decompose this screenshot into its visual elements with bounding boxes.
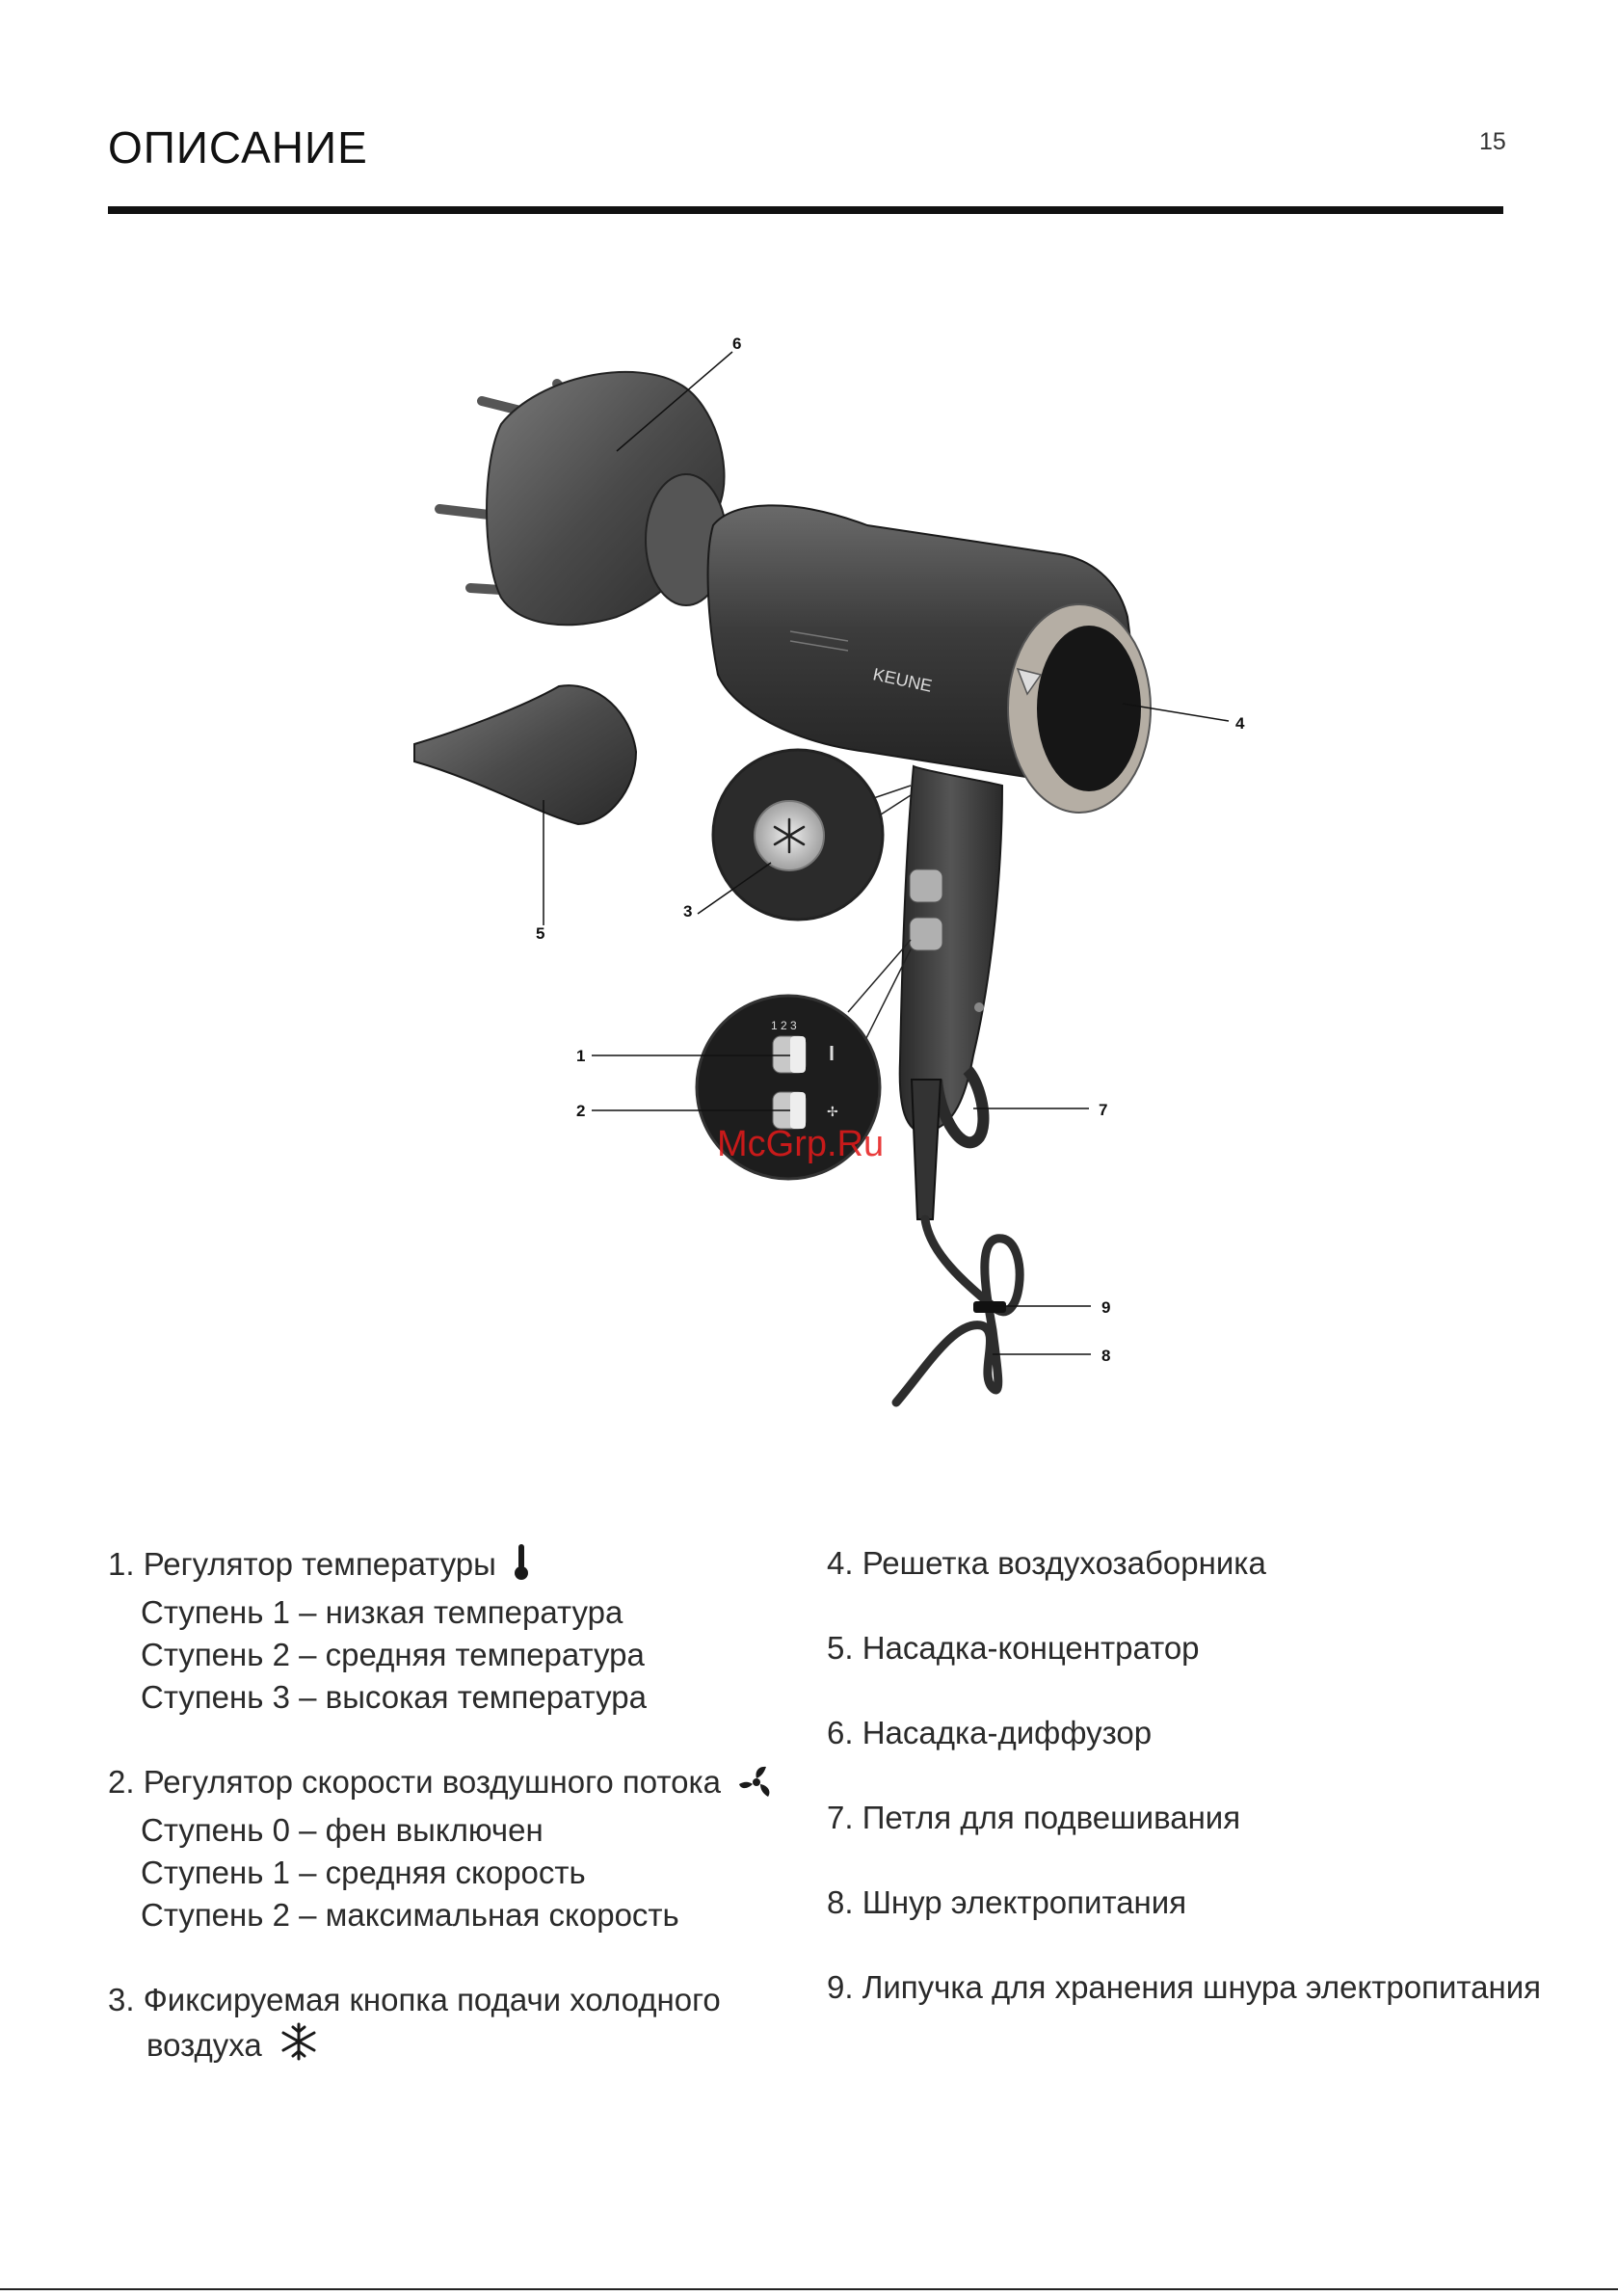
legend-step: Ступень 3 – высокая температура [141, 1679, 648, 1715]
page-number: 15 [1479, 128, 1506, 155]
callout-9: 9 [1101, 1298, 1110, 1317]
callout-7: 7 [1099, 1101, 1107, 1119]
watermark: McGrp.Ru [717, 1124, 885, 1164]
dryer-handle [898, 764, 1004, 1135]
callout-6: 6 [732, 334, 741, 353]
legend-item-power-cord: 8. Шнур электропитания [827, 1884, 1187, 1920]
legend-item-cold-shot: 3. Фиксируемая кнопка подачи холодного в… [108, 1979, 821, 2072]
legend-step: Ступень 2 – максимальная скорость [141, 1897, 679, 1933]
callout-8: 8 [1101, 1347, 1110, 1365]
legend-step: Ступень 1 – средняя скорость [141, 1855, 586, 1890]
handle-switch-upper [909, 868, 943, 903]
cold-button-magnifier [711, 748, 912, 921]
legend-step: Ступень 2 – средняя температура [141, 1637, 645, 1672]
thermometer-icon [513, 1542, 530, 1591]
legend-item-title: 1. Регулятор температуры [108, 1546, 496, 1582]
legend-item-cord-strap: 9. Липучка для хранения шнура электропит… [827, 1969, 1542, 2005]
legend-left-column: 1. Регулятор температуры Ступень 1 – низ… [108, 1542, 821, 2115]
legend-item-intake-grille: 4. Решетка воздухозаборника [827, 1545, 1266, 1581]
legend-item-diffuser: 6. Насадка-диффузор [827, 1715, 1153, 1750]
handle-switch-lower [909, 917, 943, 951]
legend-item-temperature: 1. Регулятор температуры Ступень 1 – низ… [108, 1542, 821, 1719]
legend-item-title: 3. Фиксируемая кнопка подачи холодного [108, 1982, 721, 2017]
snowflake-icon [279, 2021, 319, 2072]
callout-3: 3 [683, 902, 692, 921]
hanging-loop [931, 1065, 990, 1149]
svg-text:✢: ✢ [827, 1105, 838, 1120]
legend-item-title: 2. Регулятор скорости воздушного потока [108, 1764, 722, 1800]
fan-icon [737, 1764, 776, 1809]
bottom-divider [0, 2288, 1618, 2290]
legend-step: Ступень 0 – фен выключен [141, 1812, 544, 1848]
callout-5: 5 [536, 924, 544, 943]
legend-item-title-cont: воздуха [146, 2027, 262, 2063]
legend-item-hanging-loop: 7. Петля для подвешивания [827, 1800, 1241, 1835]
legend-step: Ступень 1 – низкая температура [141, 1594, 623, 1630]
intake-grille [1037, 626, 1141, 791]
callout-4: 4 [1235, 714, 1245, 733]
page-title: ОПИСАНИЕ [108, 122, 368, 173]
legend-item-concentrator: 5. Насадка-концентратор [827, 1630, 1200, 1666]
header-divider [108, 206, 1503, 214]
callout-1: 1 [576, 1047, 585, 1065]
hair-dryer-illustration: KEUNE 1 2 3 ✢ [413, 334, 1245, 1407]
switch-magnifier: 1 2 3 ✢ [695, 939, 912, 1181]
temp-position-marks: 1 2 3 [771, 1019, 797, 1032]
concentrator-nozzle [413, 684, 638, 826]
legend-item-speed: 2. Регулятор скорости воздушного потока … [108, 1761, 821, 1936]
cord-strap [973, 1301, 1006, 1313]
strain-relief [910, 1079, 942, 1220]
legend-right-column: 4. Решетка воздухозаборника 5. Насадка-к… [827, 1542, 1559, 2051]
callout-2: 2 [576, 1102, 585, 1120]
